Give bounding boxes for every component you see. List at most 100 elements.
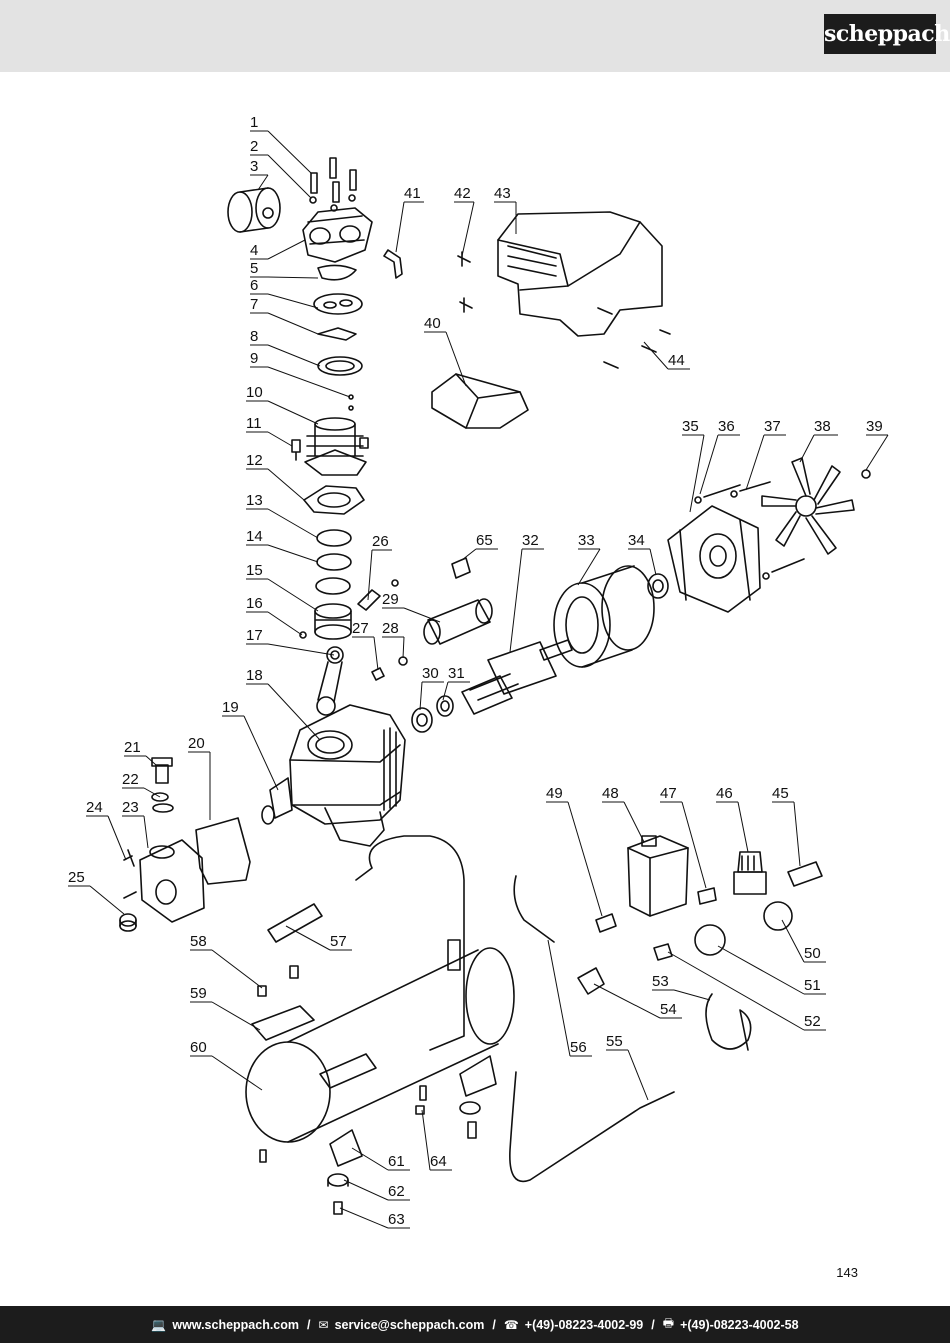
coupling <box>787 861 823 887</box>
part-label-53: 53 <box>652 973 669 990</box>
part-label-30: 30 <box>422 665 439 682</box>
leader-line-59 <box>190 1001 261 1031</box>
part-label-34: 34 <box>628 532 645 549</box>
website-link[interactable]: www.scheppach.com <box>172 1317 300 1332</box>
stator <box>553 565 655 668</box>
laptop-icon: 💻 <box>151 1317 167 1332</box>
part-label-55: 55 <box>606 1033 623 1050</box>
leader-line-47 <box>660 801 707 889</box>
washer <box>762 572 770 580</box>
part-label-17: 17 <box>246 627 263 644</box>
connecting-rod <box>316 646 344 716</box>
leader-line-27 <box>352 636 379 671</box>
leader-line-60 <box>190 1055 263 1091</box>
part-label-4: 4 <box>250 242 258 259</box>
screw <box>597 307 613 315</box>
email-link[interactable]: service@scheppach.com <box>334 1317 485 1332</box>
leader-line-44 <box>643 341 690 370</box>
handle-grip <box>431 373 529 429</box>
fitting <box>595 913 617 933</box>
side-cover <box>139 839 205 923</box>
tank-foot <box>329 1129 363 1167</box>
leader-line-64 <box>421 1109 452 1171</box>
reed-valve <box>317 327 357 341</box>
power-cable <box>705 993 752 1051</box>
part-label-12: 12 <box>246 452 263 469</box>
leader-line-30 <box>419 681 444 711</box>
leader-line-34 <box>628 548 657 576</box>
leader-line-65 <box>461 548 498 561</box>
thermal-switch <box>451 557 471 579</box>
side-gasket <box>195 817 251 885</box>
rubber-foot <box>267 903 323 943</box>
plug <box>415 1105 425 1115</box>
screw <box>459 297 473 313</box>
part-label-3: 3 <box>250 158 258 175</box>
part-label-62: 62 <box>388 1183 405 1200</box>
leader-line-50 <box>781 919 826 963</box>
leader-line-58 <box>190 949 263 989</box>
part-label-28: 28 <box>382 620 399 637</box>
phone-number: +(49)-08223-4002-99 <box>524 1317 644 1332</box>
piston-ring <box>316 553 352 571</box>
screw <box>259 1149 267 1163</box>
leader-line-26 <box>367 549 392 601</box>
cylinder-gasket <box>317 356 363 376</box>
part-label-45: 45 <box>772 785 789 802</box>
page-number: 143 <box>836 1265 858 1280</box>
gasket-top <box>317 264 357 281</box>
leader-line-22 <box>122 787 161 798</box>
leader-line-32 <box>509 548 544 653</box>
leader-line-43 <box>494 201 517 234</box>
brand-logo: scheppach <box>824 14 950 54</box>
part-label-21: 21 <box>124 739 141 756</box>
leader-line-8 <box>250 344 321 367</box>
tank-bracket <box>251 1005 315 1041</box>
washer <box>694 496 702 504</box>
clip <box>861 469 871 479</box>
crankcase <box>261 704 406 847</box>
leader-line-56 <box>547 939 592 1057</box>
part-label-65: 65 <box>476 532 493 549</box>
rotor <box>461 639 573 715</box>
screw <box>257 985 267 997</box>
tank-foot <box>459 1055 497 1097</box>
air-tank <box>245 835 515 1143</box>
leader-line-6 <box>250 293 319 309</box>
capacitor <box>423 598 493 645</box>
screw <box>659 329 671 335</box>
leader-line-29 <box>382 607 441 623</box>
part-label-32: 32 <box>522 532 539 549</box>
part-label-44: 44 <box>668 352 685 369</box>
part-label-26: 26 <box>372 533 389 550</box>
fax-number: +(49)-08223-4002-58 <box>680 1317 799 1332</box>
part-label-50: 50 <box>804 945 821 962</box>
part-label-39: 39 <box>866 418 883 435</box>
part-label-33: 33 <box>578 532 595 549</box>
leader-line-3 <box>250 174 269 191</box>
leader-line-24 <box>86 815 127 861</box>
fan-shroud-cover <box>497 211 663 337</box>
piston <box>314 603 352 640</box>
part-label-36: 36 <box>718 418 735 435</box>
leader-line-5 <box>250 276 319 279</box>
tank-bracket <box>319 1053 377 1089</box>
leader-line-25 <box>68 885 125 915</box>
air-filter <box>227 187 281 233</box>
footer-separator: / <box>492 1317 496 1332</box>
pin <box>348 405 354 411</box>
pressure-pipe <box>513 875 555 943</box>
cylinder <box>304 417 367 476</box>
screw <box>359 437 369 449</box>
part-label-6: 6 <box>250 277 258 294</box>
leader-line-45 <box>772 801 801 867</box>
leader-line-61 <box>351 1147 410 1171</box>
part-label-29: 29 <box>382 591 399 608</box>
part-label-13: 13 <box>246 492 263 509</box>
leader-line-40 <box>424 331 467 387</box>
leader-line-13 <box>246 508 319 539</box>
leader-line-48 <box>602 801 645 843</box>
safety-valve <box>577 967 605 995</box>
part-label-15: 15 <box>246 562 263 579</box>
leader-line-57 <box>285 925 352 951</box>
